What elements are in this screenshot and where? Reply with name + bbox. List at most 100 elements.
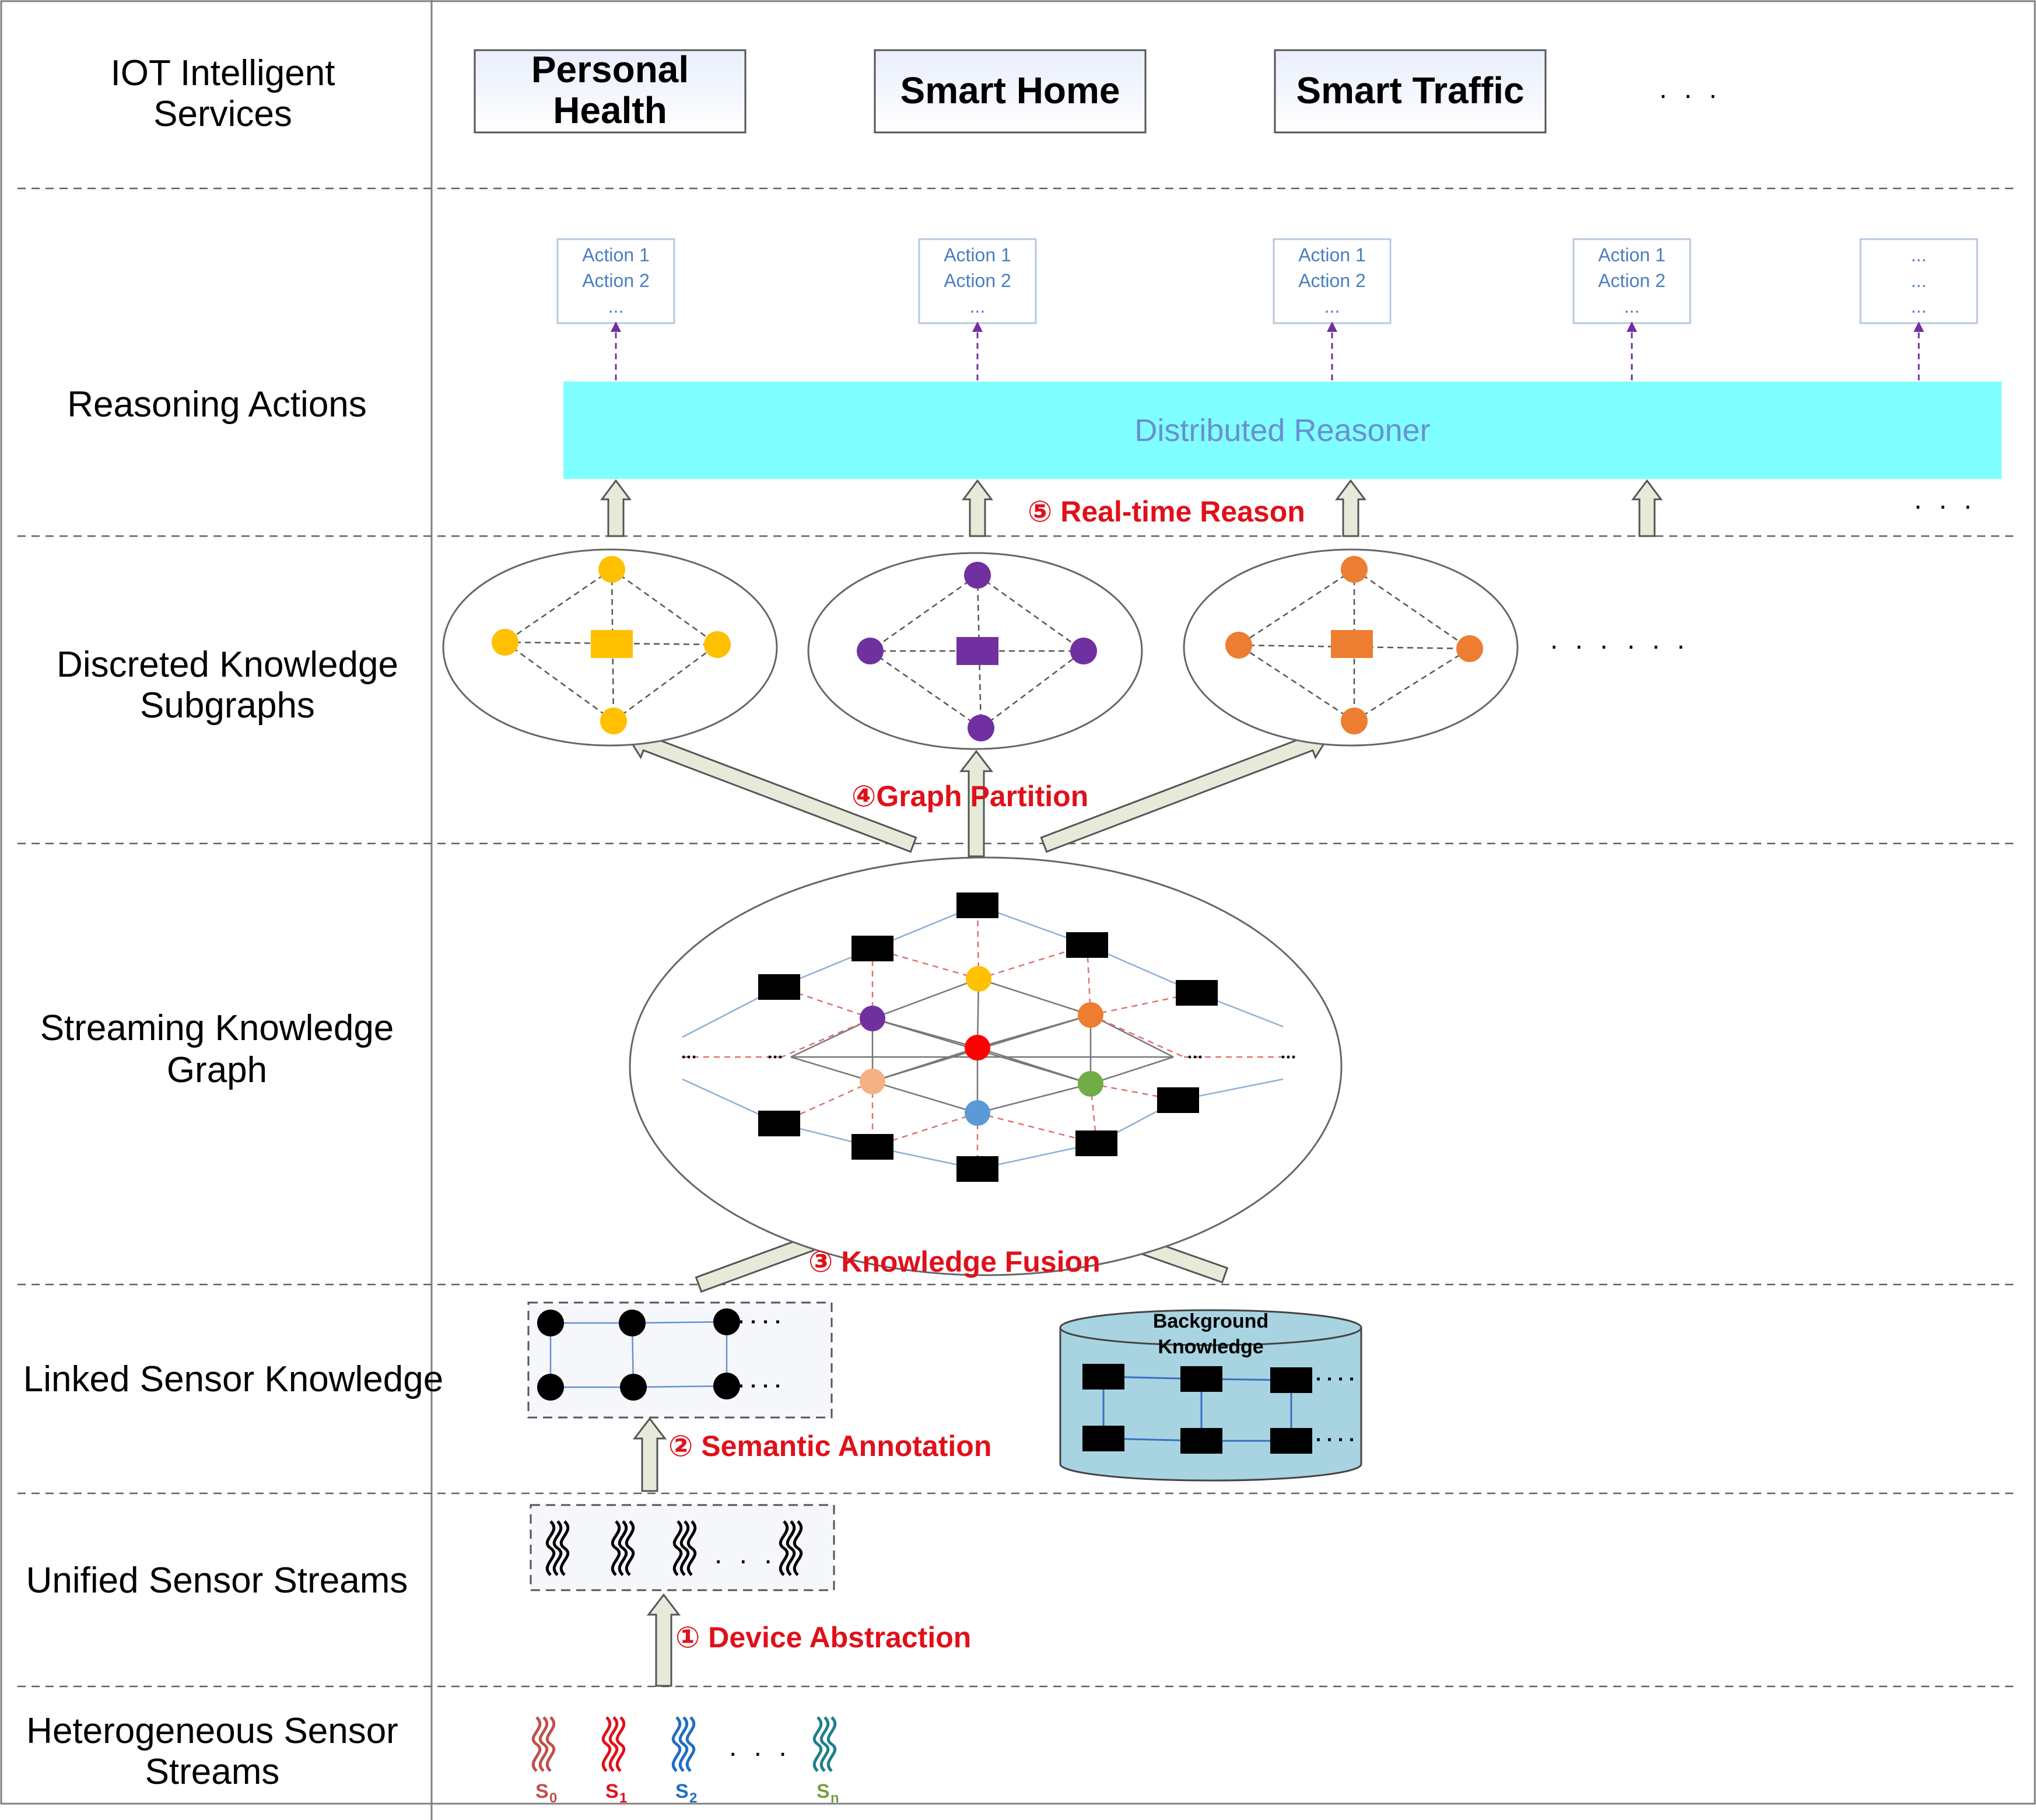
service-box-personal-health[interactable] (474, 49, 747, 134)
stream-entity-2 (851, 936, 893, 961)
layer-label-streaming-line1: Streaming Knowledge (40, 1008, 394, 1048)
layer-label-reasoning: Reasoning Actions (67, 384, 367, 425)
stream-entity-8 (851, 1134, 893, 1160)
subgraph-2-edge-4 (980, 650, 1084, 729)
layer-label-linked: Linked Sensor Knowledge (23, 1359, 443, 1399)
subgraph-3-node-top (1341, 556, 1368, 583)
action-box-5[interactable] (1859, 238, 1978, 324)
action-box-3-line-3: ... (1324, 296, 1340, 317)
sensor-stream-4-wave-3 (826, 1716, 837, 1772)
layer-label-services-line2: Services (153, 94, 292, 134)
stream-link-9 (1090, 1056, 1174, 1085)
unified-stream-1-wave-2 (552, 1520, 563, 1576)
stream-entity-7 (1157, 1087, 1199, 1113)
stream-ellipsis-2-dot-1 (768, 1055, 772, 1059)
action-box-4[interactable] (1572, 238, 1691, 324)
service-smart-home-label: Smart Home (900, 69, 1120, 111)
db-label-line-1: Background (1153, 1310, 1268, 1332)
subgraph-1-edge-6 (504, 641, 718, 646)
stream-relation-14 (872, 1112, 978, 1148)
unified-sensor-streams (530, 1504, 835, 1591)
linked-node-2 (619, 1310, 646, 1336)
action-box-5-line-2: ... (1911, 270, 1927, 291)
stream-node-red (965, 1035, 990, 1060)
sensor-stream-4-label: S (816, 1780, 830, 1803)
subgraph-3-node-right (1456, 635, 1483, 662)
stream-ellipsis-1-dot-2 (687, 1055, 691, 1059)
stream-ellipsis-1-dot-3 (692, 1055, 696, 1059)
subgraph-3-node-bottom (1341, 708, 1368, 734)
sensor-stream-4-wave-2 (819, 1716, 830, 1772)
layer-labels: IOT Intelligent Services Reasoning Actio… (23, 53, 443, 1792)
service-box-smart-traffic[interactable] (1274, 49, 1547, 134)
sensor-stream-3-label: S (675, 1780, 689, 1803)
step-device-abstraction: ① Device Abstraction (675, 1621, 971, 1654)
subgraph-1-node-bottom (600, 708, 627, 734)
stream-ellipsis-4-dot-3 (1292, 1055, 1295, 1059)
db-entity-2 (1180, 1366, 1222, 1392)
reasoner-more-dots: . . . (1914, 484, 1977, 515)
subgraph-3-edge-3 (1238, 644, 1355, 722)
realtime-reason-arrow-1 (600, 479, 632, 537)
stream-ellipsis-1-dot-1 (682, 1055, 685, 1059)
unified-stream-3-wave-2 (679, 1520, 690, 1576)
knowledge-subgraphs (442, 548, 1519, 750)
sensor-stream-2-wave-2 (608, 1716, 619, 1772)
stream-node-purple (860, 1006, 885, 1031)
stream-entity-4 (758, 974, 800, 1000)
subgraph-3-edge-2 (1354, 568, 1470, 650)
subgraph-2-node-bottom (968, 715, 994, 741)
stream-entity-9 (1075, 1130, 1117, 1156)
service-box-smart-home[interactable] (874, 49, 1147, 134)
db-entity-6 (1270, 1428, 1312, 1454)
service-smart-traffic-label: Smart Traffic (1296, 69, 1524, 111)
linked-edge-4 (633, 1385, 727, 1388)
subgraph-2-edge-1 (870, 574, 978, 652)
reasoner-bar (563, 382, 2002, 479)
subgraph-2-hub-node (956, 637, 998, 665)
action-box-4-line-1: Action 1 (1598, 244, 1666, 265)
distributed-reasoner: Distributed Reasoner (563, 382, 2002, 479)
action-box-5-line-3: ... (1911, 296, 1927, 317)
action-box-4-line-2: Action 2 (1598, 270, 1666, 291)
subgraph-1-edge-5 (611, 569, 615, 722)
unified-more-dots: . . . (714, 1539, 777, 1570)
stream-node-yellow (966, 966, 991, 992)
sensor-stream-3-wave-2 (678, 1716, 689, 1772)
unified-stream-1-wave-3 (559, 1520, 570, 1576)
action-box-4-line-3: ... (1624, 296, 1640, 317)
unified-stream-3-wave-3 (686, 1520, 697, 1576)
subgraph-1-node-top (598, 556, 625, 583)
action-box-2[interactable] (918, 238, 1037, 324)
stream-ellipsis-3-dot-1 (1188, 1055, 1192, 1059)
unified-stream-1-wave-1 (545, 1520, 556, 1576)
subgraph-3-edge-4 (1354, 648, 1470, 722)
db-cylinder-top (1059, 1309, 1362, 1346)
subgraph-2-edge-3 (870, 650, 982, 729)
stream-entity-3 (1066, 932, 1108, 958)
service-personal-health-line2: Health (553, 89, 667, 131)
action-box-5-line-1: ... (1911, 244, 1927, 265)
action-box-2-line-3: ... (970, 296, 986, 317)
action-box-1[interactable] (556, 238, 675, 324)
linked-node-4 (537, 1374, 564, 1401)
linked-sensor-knowledge (527, 1301, 833, 1419)
unified-stream-4-wave-1 (779, 1520, 789, 1576)
linked-sensor-box (527, 1301, 833, 1419)
sensor-stream-1-wave-2 (538, 1716, 549, 1772)
streaming-graph-ellipse (629, 856, 1343, 1276)
subgraph-2-edge-5 (976, 575, 982, 729)
subgraph-3-edge-1 (1238, 568, 1355, 646)
sensor-stream-1-subscript: 0 (549, 1790, 557, 1806)
stream-ellipsis-4-dot-1 (1281, 1055, 1285, 1059)
streaming-knowledge-graph (629, 856, 1343, 1276)
linked-edge-2 (632, 1321, 727, 1324)
partition-arrow-center (959, 750, 994, 858)
subgraphs-more-dots-2: . . . (1627, 624, 1690, 655)
stream-entity-10 (956, 1156, 998, 1182)
subgraph-3-node-left (1225, 632, 1252, 659)
